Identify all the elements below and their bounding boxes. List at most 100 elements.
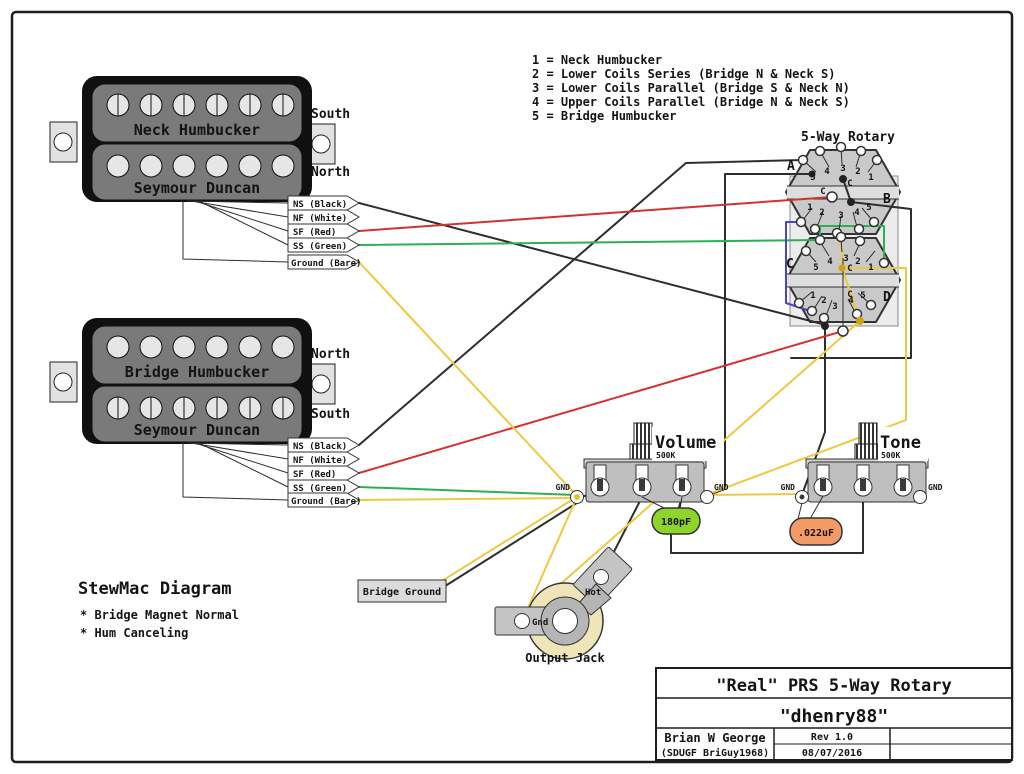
- legend-line-2: 2 = Lower Coils Series (Bridge N & Neck …: [532, 67, 835, 81]
- title-block: "Real" PRS 5-Way Rotary "dhenry88" Brian…: [655, 667, 1013, 761]
- terminal-d2: [806, 305, 818, 317]
- title-block-date: 08/07/2016: [802, 748, 862, 759]
- wire-bridge-sf-red: [358, 330, 844, 474]
- bridge-ground-label: Bridge Ground: [363, 586, 441, 598]
- bridge-pickup-brand: Seymour Duncan: [134, 421, 260, 439]
- rotary-yellow-terminal: [856, 317, 864, 325]
- neck-top-polarity: South: [311, 107, 350, 122]
- volume-cap-body: [651, 507, 701, 535]
- bridge-ground-rect: [357, 579, 447, 603]
- wire-volume-to-tone-gnd-yellow: [706, 493, 803, 496]
- volume-shaft-top: [633, 422, 653, 446]
- bridge-wire-flags: NS (Black) NF (White) SF (Red) SS (Green…: [182, 437, 361, 508]
- tone-cap-body: [789, 517, 843, 546]
- volume-cap: 180pF: [641, 496, 701, 535]
- terminal-d-common: [837, 325, 849, 337]
- wire-gnd-to-bridge-ground-yellow: [436, 497, 576, 585]
- terminal-a-common: [839, 175, 847, 183]
- wire-bridge-ns-black: [358, 159, 804, 446]
- neck-pickup: Neck Humbucker Seymour Duncan South Nort…: [49, 76, 350, 202]
- volume-pot: Volume 500K GND GND: [556, 422, 729, 504]
- bridge-slug-poles: [106, 335, 295, 359]
- rotary-terminals: [793, 141, 890, 337]
- num-d4: 4: [848, 296, 854, 306]
- legend-line-5: 5 = Bridge Humbucker: [532, 109, 677, 123]
- flag-bridge-sf: [287, 465, 360, 481]
- neck-right-tab-hole: [311, 134, 331, 154]
- num-b5: 5: [866, 203, 871, 213]
- flag-neck-ss-label: SS (Green): [293, 242, 347, 252]
- flag-bridge-ns: [287, 437, 360, 453]
- neck-wire-flags: NS (Black) NF (White) SF (Red) SS (Green…: [182, 195, 361, 270]
- jack-hot-label: Hot: [585, 588, 601, 598]
- rotary-section-a-label: A: [787, 159, 795, 174]
- bridge-screw-poles: [106, 396, 295, 420]
- title-block-author-alias: (SDUGF BriGuy1968): [661, 747, 769, 759]
- terminal-c4: [814, 234, 826, 246]
- volume-cap-label: 180pF: [661, 517, 691, 528]
- flag-neck-sf: [287, 223, 360, 239]
- tone-gnd-left-solder: [799, 494, 805, 500]
- jack-gnd-hole: [514, 613, 530, 629]
- wire-rotary-green-link: [819, 225, 885, 263]
- volume-gnd-right-label: GND: [714, 483, 729, 492]
- bridge-right-tab-hole: [311, 374, 331, 394]
- terminal-a-out: [808, 170, 816, 178]
- bridge-ground-box: Bridge Ground: [357, 579, 447, 603]
- notes: StewMac Diagram * Bridge Magnet Normal *…: [78, 579, 239, 640]
- wire-bridge-ss-green: [358, 486, 577, 496]
- jack-name-label: Output Jack: [525, 651, 605, 665]
- tone-gnd-right-label: GND: [928, 483, 943, 492]
- terminal-b2: [809, 223, 821, 235]
- num-a5: 5: [810, 173, 815, 183]
- flag-neck-ns: [287, 195, 360, 211]
- jack-hole: [552, 608, 578, 634]
- rotary-yellow-junction: [838, 264, 846, 272]
- wire-rotary-jumper-black: [842, 178, 852, 203]
- terminal-d1: [793, 297, 805, 309]
- wire-neck-ground-yellow: [358, 261, 578, 497]
- neck-screw-poles: [106, 93, 295, 117]
- rotary-section-d-label: D: [883, 290, 891, 305]
- tone-lugs: [813, 464, 913, 497]
- num-b3: 3: [838, 211, 843, 221]
- legend-line-3: 3 = Lower Coils Parallel (Bridge S & Nec…: [532, 81, 850, 95]
- flag-bridge-nf: [287, 451, 360, 467]
- flag-bridge-nf-label: NF (White): [293, 455, 347, 466]
- num-b1: 1: [807, 203, 812, 213]
- volume-value: 500K: [656, 451, 675, 460]
- rotary-title: 5-Way Rotary: [801, 130, 895, 145]
- rotary-section-c-label: C: [786, 257, 794, 272]
- num-c2: 2: [855, 257, 860, 267]
- legend-line-1: 1 = Neck Humbucker: [532, 53, 662, 67]
- bridge-top-polarity: North: [311, 347, 350, 362]
- flag-bridge-sf-label: SF (Red): [293, 470, 336, 480]
- title-block-author: Brian W George: [664, 731, 765, 745]
- tone-label-bg: [878, 427, 928, 461]
- num-d3: 3: [832, 302, 837, 312]
- num-d5: 5: [860, 291, 865, 301]
- output-jack: Gnd Hot Output Jack: [494, 546, 633, 665]
- jack-hot-hole: [593, 569, 609, 585]
- bridge-pickup: Bridge Humbucker Seymour Duncan North So…: [49, 318, 350, 444]
- wire-neck-sf-red: [358, 196, 833, 232]
- flag-neck-nf: [287, 209, 360, 225]
- num-d2: 2: [821, 296, 826, 306]
- flag-neck-ground-label: Ground (Bare): [291, 259, 361, 269]
- bridge-bottom-polarity: South: [311, 407, 350, 422]
- terminal-b4-junction: [847, 198, 855, 206]
- num-c4: 4: [827, 257, 833, 267]
- terminal-a2: [855, 145, 867, 157]
- terminal-b4: [853, 223, 865, 235]
- tone-pot: Tone 500K GND GND: [781, 422, 943, 504]
- flag-neck-ns-label: NS (Black): [293, 200, 347, 210]
- volume-label: Volume: [655, 433, 716, 453]
- terminal-a4: [814, 145, 826, 157]
- terminal-a5: [797, 154, 809, 166]
- num-a4: 4: [824, 167, 830, 177]
- label-a-common: C: [847, 179, 852, 189]
- label-b-common: C: [820, 187, 825, 197]
- num-a2: 2: [855, 167, 860, 177]
- num-c3: 3: [843, 254, 848, 264]
- note-line-1: * Bridge Magnet Normal: [80, 608, 239, 622]
